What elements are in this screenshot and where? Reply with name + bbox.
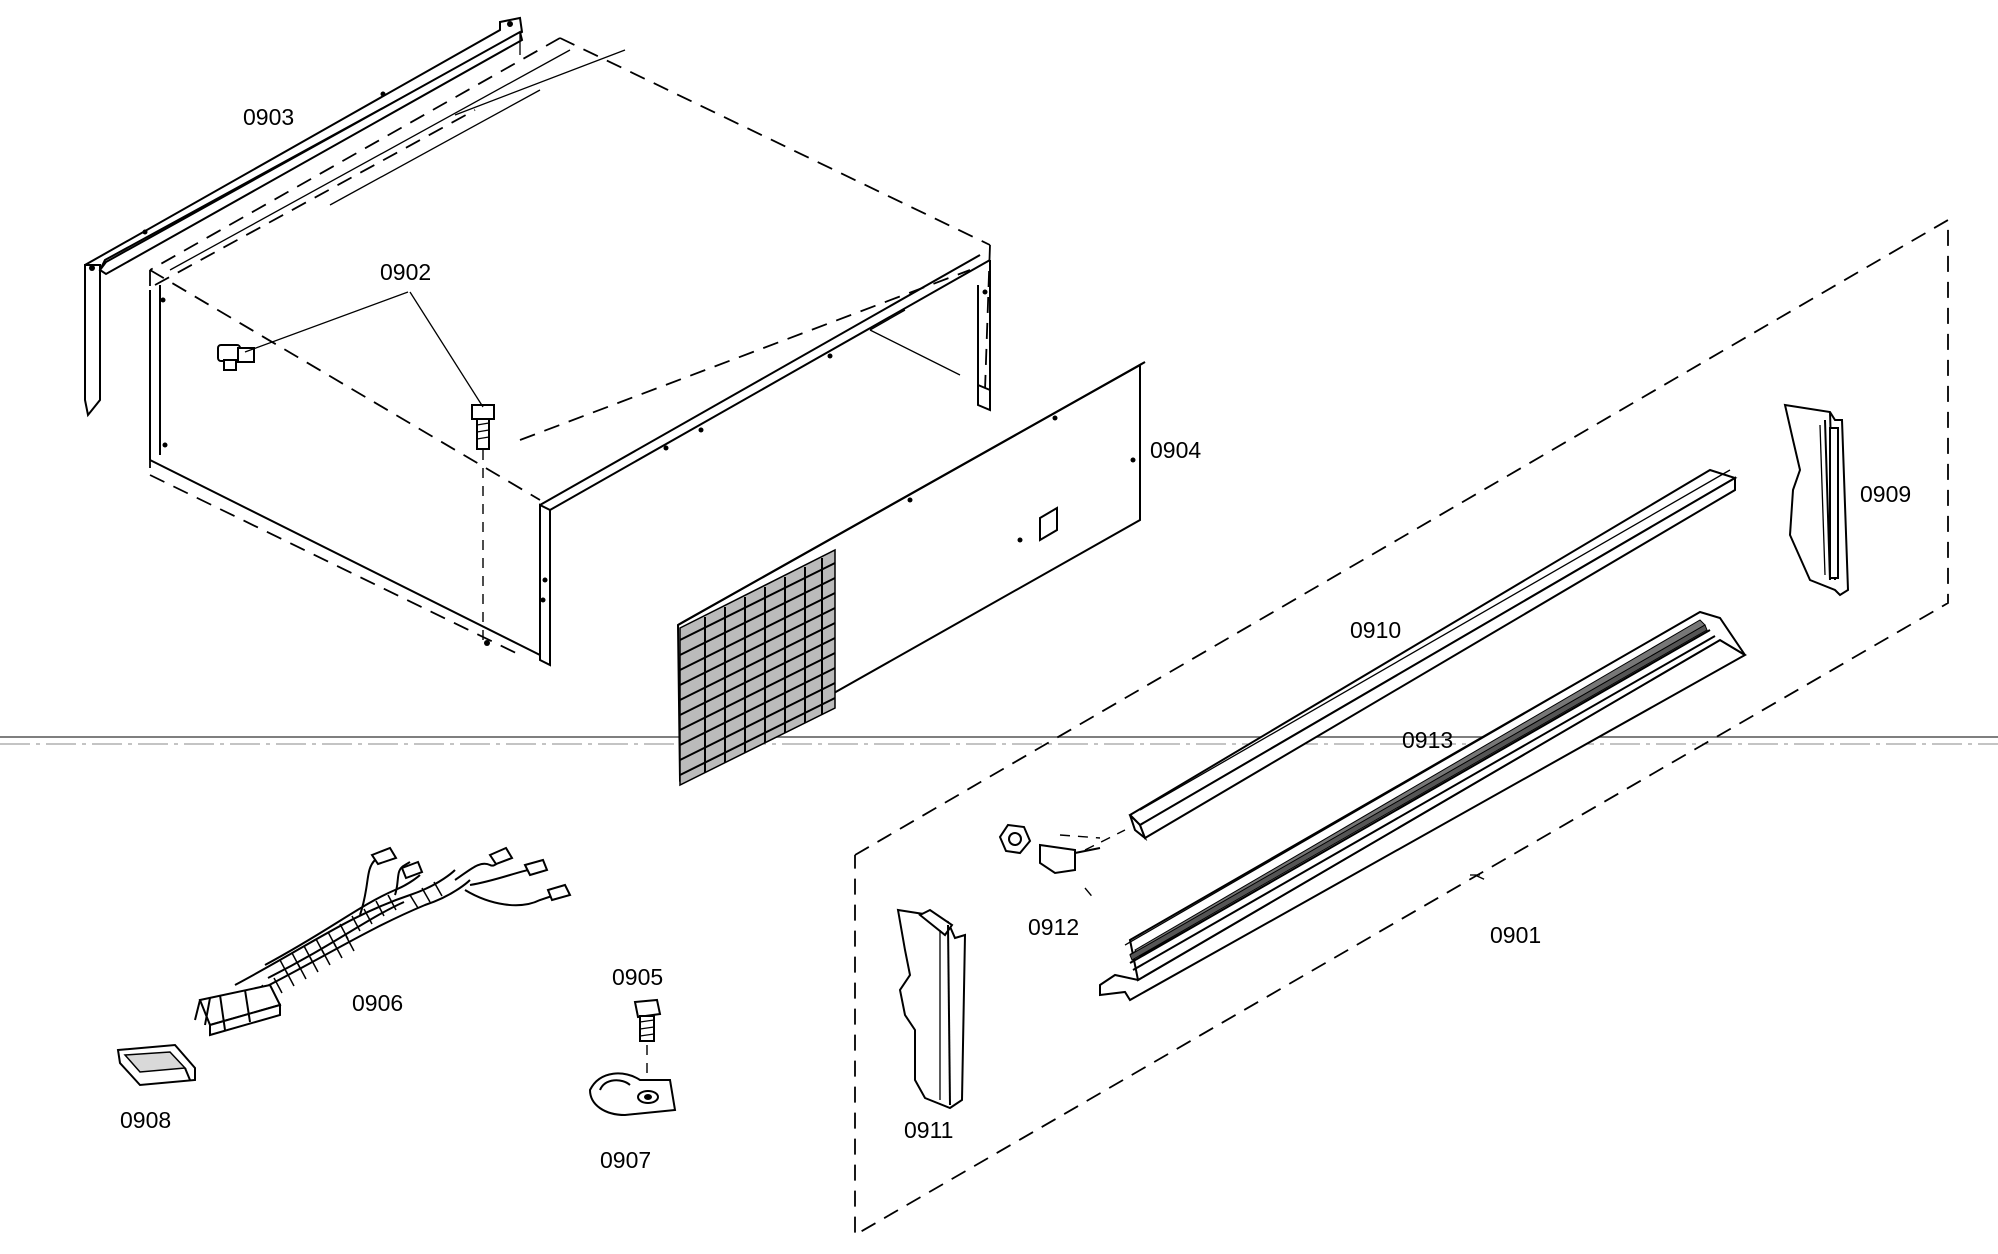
cabinet-housing xyxy=(149,37,991,667)
label-0906: 0906 xyxy=(352,990,403,1016)
part-0907-cable-clamp xyxy=(588,1072,677,1117)
part-0901-lower-rail xyxy=(1099,610,1747,1002)
label-0905: 0905 xyxy=(612,964,663,990)
label-0909: 0909 xyxy=(1860,481,1911,507)
part-0912-fasteners xyxy=(998,823,1101,901)
label-0904: 0904 xyxy=(1150,437,1201,463)
label-0910: 0910 xyxy=(1350,617,1401,643)
part-0908-clip xyxy=(116,1043,196,1087)
label-0907: 0907 xyxy=(600,1147,651,1173)
part-0910-upper-rail xyxy=(1084,468,1738,851)
part-0905-screw xyxy=(633,998,662,1090)
part-0909-right-bracket xyxy=(1783,403,1850,597)
label-0901: 0901 xyxy=(1490,922,1541,948)
part-0904-grille-panel xyxy=(676,361,1146,787)
label-0903: 0903 xyxy=(243,104,294,130)
label-0912: 0912 xyxy=(1028,914,1079,940)
part-0906-wire-harness xyxy=(194,846,572,1037)
part-0902-screws xyxy=(217,291,495,640)
part-labels: 0903 0902 0904 0909 0910 0913 0901 0912 … xyxy=(120,104,1911,1173)
label-0911: 0911 xyxy=(904,1117,953,1143)
label-0908: 0908 xyxy=(120,1107,171,1133)
trim-kit-outline xyxy=(854,218,1949,1237)
part-0911-left-bracket xyxy=(896,908,967,1110)
label-0913: 0913 xyxy=(1402,727,1453,753)
label-0902: 0902 xyxy=(380,259,431,285)
part-0903-back-rail xyxy=(84,16,524,418)
